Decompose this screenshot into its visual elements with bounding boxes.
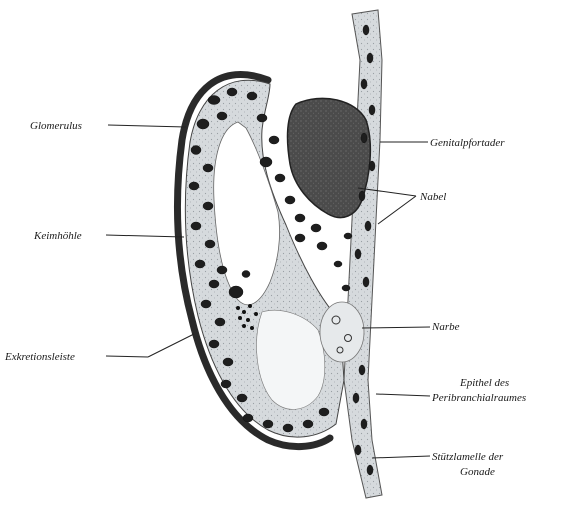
label-keimhoehle: Keimhöhle [33,230,82,242]
label-nabel: Nabel [419,191,446,203]
leader-exkretionsleiste [106,356,148,357]
leader-exkretionsleiste-diag [148,334,194,357]
narbe-bulge [320,302,364,362]
label-stuetz-line2: Gonade [460,466,495,478]
leader-glomerulus [108,125,186,127]
label-genitalpfortader: Genitalpfortader [430,137,505,149]
label-narbe: Narbe [431,321,460,333]
label-epithel-line1: Epithel des [459,377,509,389]
genitalpfortader-mass [288,98,371,217]
leader-narbe [362,327,430,328]
label-exkretionsleiste: Exkretionsleiste [4,351,75,363]
label-epithel-line2: Peribranchialraumes [431,392,526,404]
gonad-section-drawing [177,10,382,498]
label-glomerulus: Glomerulus [30,120,82,132]
leader-nabel-lower [378,196,416,224]
leader-keimhoehle [106,235,184,237]
leader-stuetz [372,456,430,458]
leader-epithel [376,394,430,396]
label-stuetz-line1: Stützlamelle der [432,451,504,463]
